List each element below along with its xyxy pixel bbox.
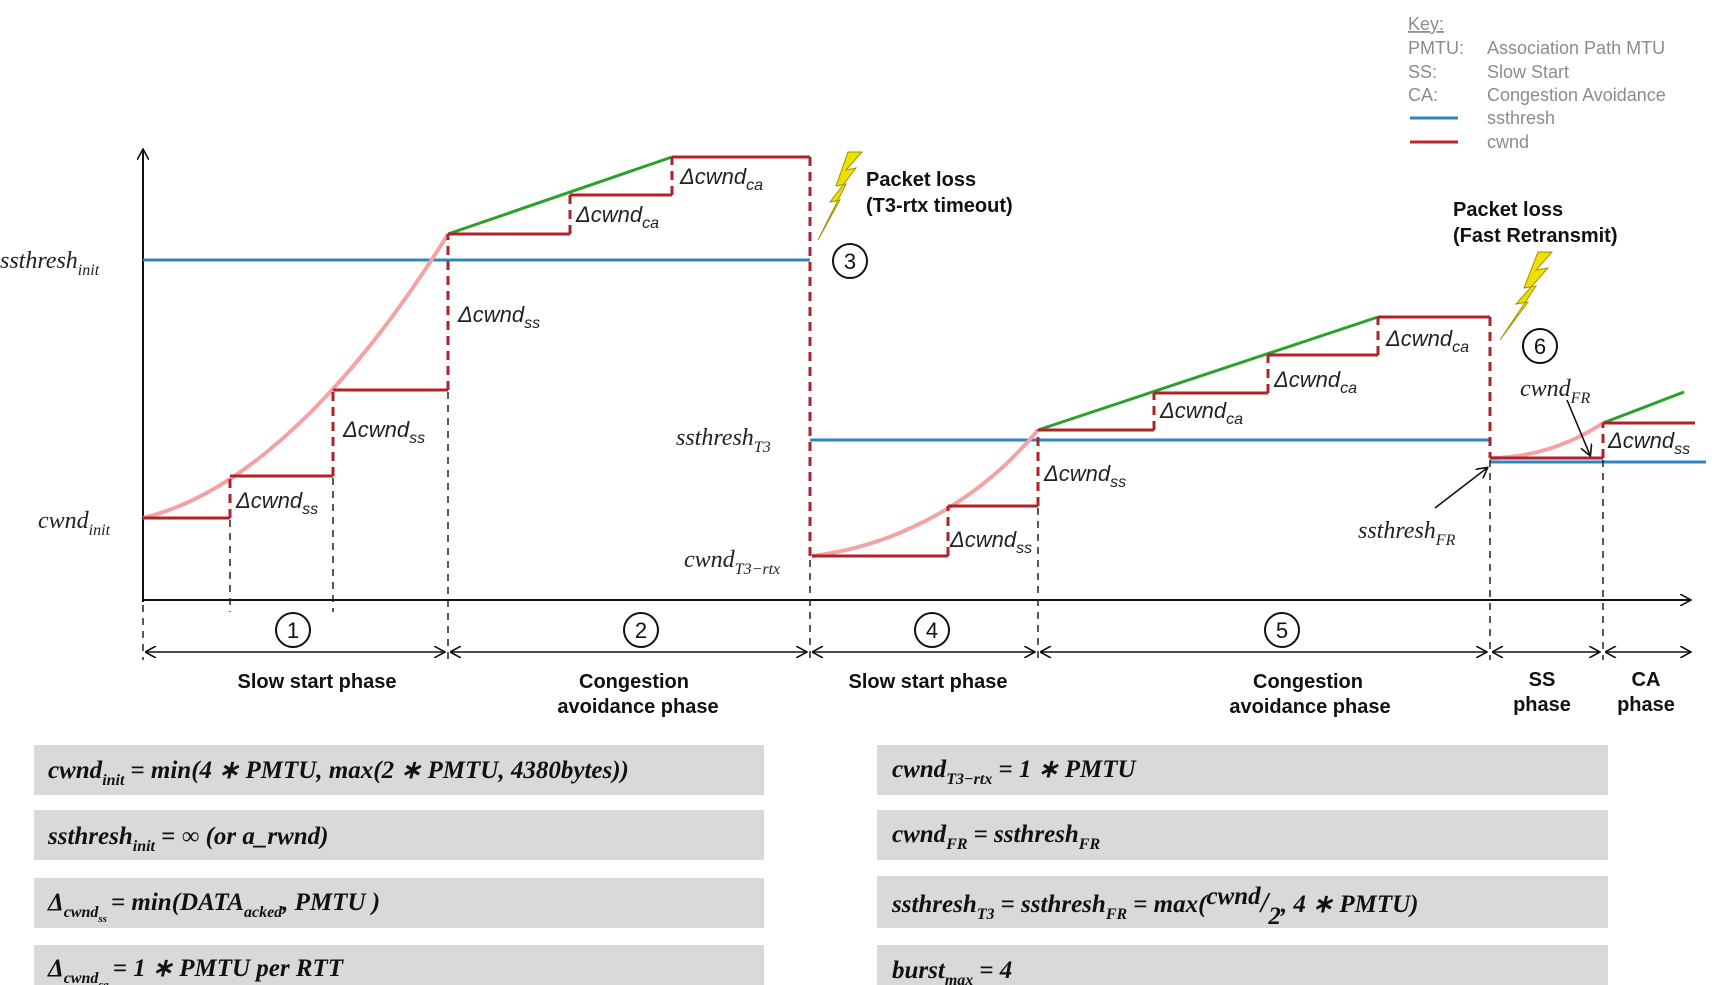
delta-ss-5: Δcwndss [1043, 461, 1126, 491]
phase-num-2: 2 [635, 618, 647, 643]
phase-ss-name-2: phase [1513, 694, 1571, 716]
event-fr-line2: (Fast Retransmit) [1453, 225, 1617, 247]
formula-1: cwndinit= min(4 ∗ PMTU, max(2 ∗ PMTU, 43… [48, 757, 629, 789]
cwnd-stairs [143, 155, 1695, 558]
delta-ss-4: Δcwndss [949, 527, 1032, 557]
phase-num-4: 4 [926, 618, 938, 643]
formula-box-5 [877, 745, 1608, 795]
legend-label-ssthresh: ssthresh [1487, 108, 1555, 128]
phase-num-1: 1 [287, 618, 299, 643]
formula-box-3 [34, 878, 764, 928]
formula-4: Δcwndca= 1 ∗ PMTU per RTT [47, 955, 345, 985]
phase-circle-5 [1264, 612, 1300, 648]
phase-circle-2 [623, 612, 659, 648]
formula-7: ssthreshT3= ssthreshFR= max(cwnd/2, 4 ∗ … [891, 883, 1419, 930]
delta-ss-6: Δcwndss [1607, 428, 1690, 458]
delta-ca-5: Δcwndca [1385, 326, 1469, 356]
formula-box-6 [877, 810, 1608, 860]
label-cwnd-fr: cwndFR [1520, 376, 1590, 407]
legend-text-ca: Congestion Avoidance [1487, 85, 1666, 105]
legend-text-ss: Slow Start [1487, 62, 1569, 82]
phase-circle-1 [275, 612, 311, 648]
delta-ca-3: Δcwndca [1159, 398, 1243, 428]
formula-box-4 [34, 945, 764, 985]
phase-2-name-1: Congestion [579, 671, 689, 693]
delta-ss-2: Δcwndss [342, 417, 425, 447]
label-cwnd-init: cwndinit [38, 508, 111, 539]
formula-6: cwndFR= ssthreshFR [892, 821, 1100, 853]
phase-ca-name-2: phase [1617, 694, 1675, 716]
phase-ca-name-1: CA [1632, 669, 1661, 691]
phase-1-name: Slow start phase [238, 671, 397, 693]
legend-label-cwnd: cwnd [1487, 132, 1529, 152]
delta-ca-2: Δcwndca [679, 164, 763, 194]
event-t3-line1: Packet loss [866, 169, 976, 191]
cwnd-step-dashes [228, 157, 1605, 556]
phase-4-name: Slow start phase [849, 671, 1008, 693]
marker-num-6: 6 [1534, 334, 1546, 359]
cwnd-fr-arrow [1566, 399, 1590, 455]
event-t3-line2: (T3-rtx timeout) [866, 195, 1013, 217]
ss-curve-3 [1489, 421, 1605, 460]
legend-abbr-pmtu: PMTU: [1408, 38, 1464, 58]
phase-5-name-2: avoidance phase [1229, 696, 1390, 718]
label-ssthresh-fr: ssthreshFR [1358, 518, 1456, 549]
legend-abbr-ss: SS: [1408, 62, 1437, 82]
formula-box-8 [877, 945, 1608, 985]
label-cwnd-t3rtx: cwndT3−rtx [684, 547, 780, 578]
legend: Key: PMTU: Association Path MTU SS: Slow… [1408, 14, 1666, 152]
legend-title: Key: [1408, 14, 1444, 34]
formula-panel-right: cwndT3−rtx= 1 ∗ PMTU cwndFR= ssthreshFR … [877, 745, 1608, 985]
phase-circle-4 [914, 612, 950, 648]
label-ssthresh-t3: ssthreshT3 [676, 425, 771, 456]
formula-box-2 [34, 810, 764, 860]
marker-circle-6 [1522, 328, 1558, 364]
phase-2-name-2: avoidance phase [557, 696, 718, 718]
phase-num-5: 5 [1276, 618, 1288, 643]
ca-slope-3 [1602, 390, 1685, 425]
ss-curve-1 [142, 232, 450, 520]
formula-panel-left: cwndinit= min(4 ∗ PMTU, max(2 ∗ PMTU, 43… [34, 745, 764, 985]
formula-box-1 [34, 745, 764, 795]
formula-3: Δcwndss= min(DATAacked, PMTU ) [47, 889, 380, 925]
phase-drop-lines [142, 392, 1604, 660]
delta-ca-4: Δcwndca [1273, 367, 1357, 397]
delta-ss-1: Δcwndss [235, 488, 318, 518]
formula-8: burstmax= 4 [892, 957, 1012, 985]
formula-2: ssthreshinit= ∞ (or a_rwnd) [47, 823, 329, 855]
delta-labels: Δcwndss Δcwndss Δcwndss Δcwndca Δcwndca … [235, 164, 1690, 557]
marker-num-3: 3 [844, 249, 856, 274]
lightning-icon-t3 [817, 151, 864, 241]
phase-ss-name-1: SS [1529, 669, 1556, 691]
legend-text-pmtu: Association Path MTU [1487, 38, 1665, 58]
phase-5-name-1: Congestion [1253, 671, 1363, 693]
formula-5: cwndT3−rtx= 1 ∗ PMTU [892, 756, 1138, 788]
lightning-icon-fr [1499, 251, 1554, 341]
delta-ca-1: Δcwndca [575, 202, 659, 232]
marker-circle-3 [832, 243, 868, 279]
label-ssthresh-init: ssthreshinit [0, 248, 100, 279]
legend-abbr-ca: CA: [1408, 85, 1438, 105]
formula-box-7 [877, 876, 1608, 928]
ssthresh-fr-arrow [1434, 468, 1487, 509]
ca-slope-2 [1037, 315, 1379, 432]
delta-ss-3: Δcwndss [457, 302, 540, 332]
ca-slope-1 [447, 155, 673, 236]
ss-curve-2 [811, 428, 1040, 558]
event-fr-line1: Packet loss [1453, 199, 1563, 221]
